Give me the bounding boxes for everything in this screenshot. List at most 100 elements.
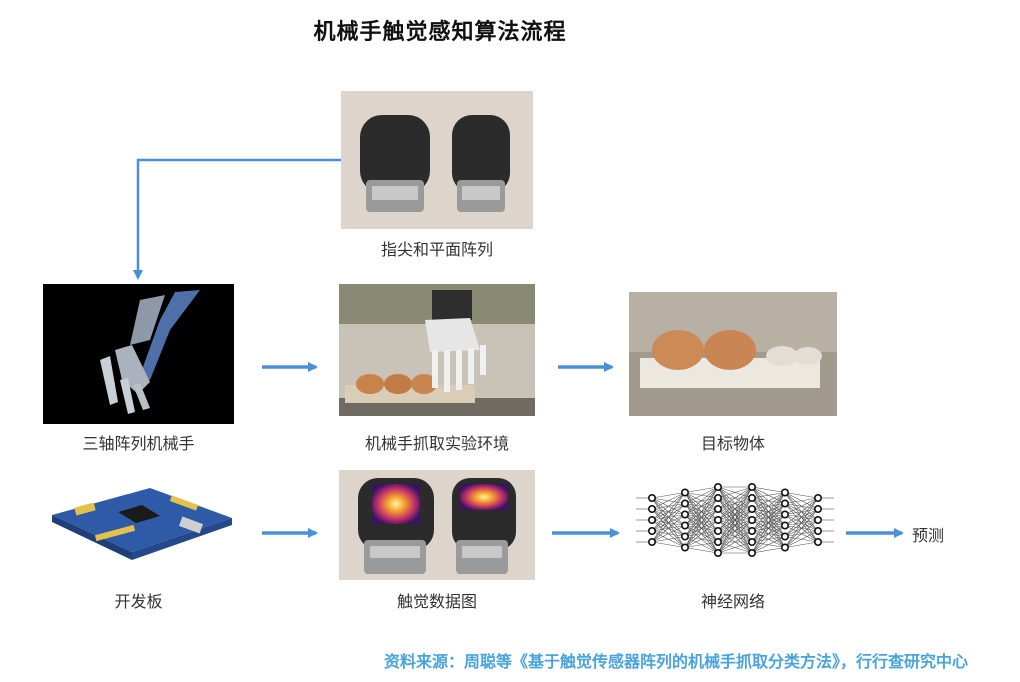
nn-edge — [651, 503, 686, 543]
nn-edge — [784, 530, 819, 548]
nn-node — [647, 515, 656, 524]
nn-edge — [784, 497, 819, 515]
nn-node — [647, 526, 656, 535]
nn-edge — [651, 492, 686, 543]
nn-edge — [684, 519, 719, 548]
nn-edge — [717, 486, 753, 510]
nn-edge — [684, 486, 719, 515]
nn-edge — [717, 508, 753, 554]
neural-network-image — [636, 482, 834, 557]
nn-node — [713, 526, 722, 535]
nn-edge — [751, 486, 786, 493]
nn-edge — [684, 530, 719, 548]
nn-node — [713, 493, 722, 502]
nn-node — [813, 537, 822, 546]
caption-network: 神经网络 — [700, 592, 765, 611]
nn-edge — [651, 536, 686, 543]
nn-node — [647, 537, 656, 546]
nn-node — [713, 515, 722, 524]
nn-edge — [784, 497, 819, 526]
nn-edge — [684, 486, 719, 537]
nn-edge — [717, 486, 753, 554]
caption-tactile-map: 触觉数据图 — [396, 592, 477, 611]
page-title: 机械手触觉感知算法流程 — [313, 20, 567, 45]
nn-edge — [684, 547, 719, 554]
nn-node — [747, 548, 756, 557]
nn-node — [713, 548, 722, 557]
nn-node — [747, 515, 756, 524]
nn-edge — [751, 492, 786, 554]
nn-edge — [784, 497, 819, 537]
nn-node — [780, 521, 789, 530]
nn-node — [747, 526, 756, 535]
nn-edge — [751, 503, 786, 554]
nn-edge — [751, 492, 786, 499]
fingertip-image — [341, 91, 533, 229]
nn-edge — [684, 541, 719, 548]
nn-node — [780, 543, 789, 552]
nn-edge — [717, 486, 753, 532]
nn-edge — [717, 486, 753, 543]
nn-edge — [717, 541, 753, 554]
nn-node — [680, 532, 689, 541]
nn-edge — [684, 486, 719, 493]
nn-node — [747, 537, 756, 546]
nn-node — [780, 488, 789, 497]
nn-edge — [717, 497, 753, 554]
experiment-image — [339, 284, 535, 416]
caption-experiment: 机械手抓取实验环境 — [364, 434, 509, 453]
caption-board: 开发板 — [114, 592, 163, 611]
nn-edge — [751, 492, 786, 532]
nn-node — [713, 537, 722, 546]
nn-edge — [684, 486, 719, 548]
nn-edge — [684, 486, 719, 526]
nn-edge — [684, 508, 719, 548]
nn-edge — [651, 492, 686, 510]
nn-edge — [684, 486, 719, 504]
nn-node — [813, 515, 822, 524]
nn-node — [813, 526, 822, 535]
nn-edge — [784, 492, 819, 499]
caption-fingertip: 指尖和平面阵列 — [380, 240, 493, 259]
nn-node — [680, 499, 689, 508]
dev-board-image — [52, 488, 232, 560]
nn-node — [647, 493, 656, 502]
caption-target: 目标物体 — [700, 434, 765, 453]
nn-edge — [651, 492, 686, 499]
nn-edge — [784, 519, 819, 548]
robot-arm-image — [43, 284, 234, 424]
nn-edge — [651, 492, 686, 521]
nn-edge — [717, 519, 753, 554]
nn-edge — [651, 525, 686, 543]
nn-edge — [717, 486, 753, 521]
nn-edge — [651, 541, 686, 548]
nn-edge — [784, 541, 819, 548]
nn-edge — [751, 492, 786, 543]
nn-edge — [751, 492, 786, 510]
target-object-image — [629, 292, 837, 416]
nn-node — [747, 493, 756, 502]
nn-edge — [751, 536, 786, 554]
tactile-map-image — [339, 470, 535, 580]
nn-edge — [751, 525, 786, 554]
caption-arm: 三轴阵列机械手 — [82, 434, 195, 453]
nn-edge — [784, 508, 819, 548]
nn-edge — [784, 497, 819, 548]
nn-edge — [717, 486, 753, 499]
nn-edge — [651, 492, 686, 532]
nn-node — [680, 521, 689, 530]
nn-edge — [784, 497, 819, 504]
nn-edge — [651, 514, 686, 543]
nn-node — [647, 504, 656, 513]
nn-edge — [751, 547, 786, 554]
nn-node — [680, 543, 689, 552]
nn-node — [713, 504, 722, 513]
nn-edge — [717, 530, 753, 554]
source-note: 资料来源：周聪等《基于触觉传感器阵列的机械手抓取分类方法》，行行查研究中心 — [383, 652, 968, 671]
arrow-fingertip-to-arm — [133, 158, 342, 280]
nn-node — [680, 488, 689, 497]
caption-prediction: 预测 — [912, 526, 945, 545]
nn-node — [680, 510, 689, 519]
nn-edge — [684, 497, 719, 548]
